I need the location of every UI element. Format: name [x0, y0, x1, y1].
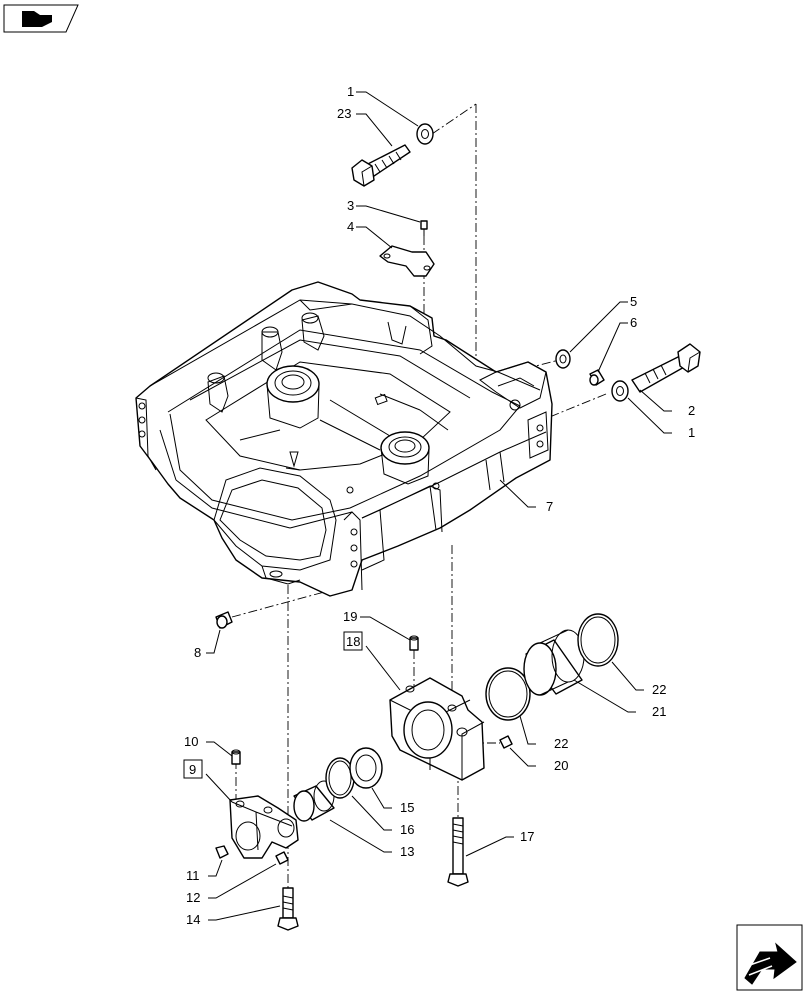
callout-box-9: [183, 759, 203, 779]
label-4: 4: [347, 219, 354, 234]
washer-top: [416, 123, 434, 145]
bolt-top: [351, 144, 411, 187]
bushing-21: [523, 629, 585, 696]
label-5: 5: [630, 294, 637, 309]
label-17: 17: [520, 829, 534, 844]
washer-5: [555, 349, 571, 369]
label-1-top: 1: [347, 84, 354, 99]
bushing-13: [293, 780, 335, 822]
fitting-12: [275, 851, 289, 865]
label-23: 23: [337, 106, 351, 121]
label-1-right: 1: [688, 425, 695, 440]
dowel-6: [589, 369, 605, 386]
label-13: 13: [400, 844, 414, 859]
label-22-center: 22: [554, 736, 568, 751]
bracket-9: [229, 795, 299, 859]
seal-22-outer: [577, 613, 619, 667]
label-12: 12: [186, 890, 200, 905]
label-16: 16: [400, 822, 414, 837]
label-15: 15: [400, 800, 414, 815]
bracket-4: [379, 245, 435, 277]
pin-19: [409, 635, 419, 651]
seal-22-center: [485, 667, 531, 721]
label-14: 14: [186, 912, 200, 927]
washer-1-right: [611, 380, 629, 402]
label-18: 18: [346, 634, 360, 649]
bolt-2: [631, 343, 701, 393]
label-3: 3: [347, 198, 354, 213]
dowel-8: [215, 611, 233, 629]
part-labels: 1 23 3 4 5 6 2 1 7 8 19 18 22 21 22 20 1…: [184, 84, 695, 927]
leader-lines: [205, 91, 672, 921]
book-page-icon[interactable]: [3, 4, 79, 33]
label-10: 10: [184, 734, 198, 749]
callout-box-18: [343, 631, 363, 651]
label-6: 6: [630, 315, 637, 330]
bolt-14: [277, 887, 299, 931]
pin-10: [231, 749, 241, 765]
label-9: 9: [189, 762, 196, 777]
label-2: 2: [688, 403, 695, 418]
grease-fitting-20: [499, 735, 513, 749]
next-page-arrow-icon[interactable]: [736, 924, 803, 991]
nut-11: [215, 845, 229, 859]
label-8: 8: [194, 645, 201, 660]
small-screw-3: [420, 220, 428, 236]
pivot-bracket-18: [389, 677, 485, 781]
label-20: 20: [554, 758, 568, 773]
label-21: 21: [652, 704, 666, 719]
washer-15: [349, 747, 383, 789]
label-19: 19: [343, 609, 357, 624]
label-22-outer: 22: [652, 682, 666, 697]
main-housing: [135, 281, 553, 597]
label-7: 7: [546, 499, 553, 514]
bolt-17: [447, 817, 469, 887]
label-11: 11: [186, 868, 200, 883]
